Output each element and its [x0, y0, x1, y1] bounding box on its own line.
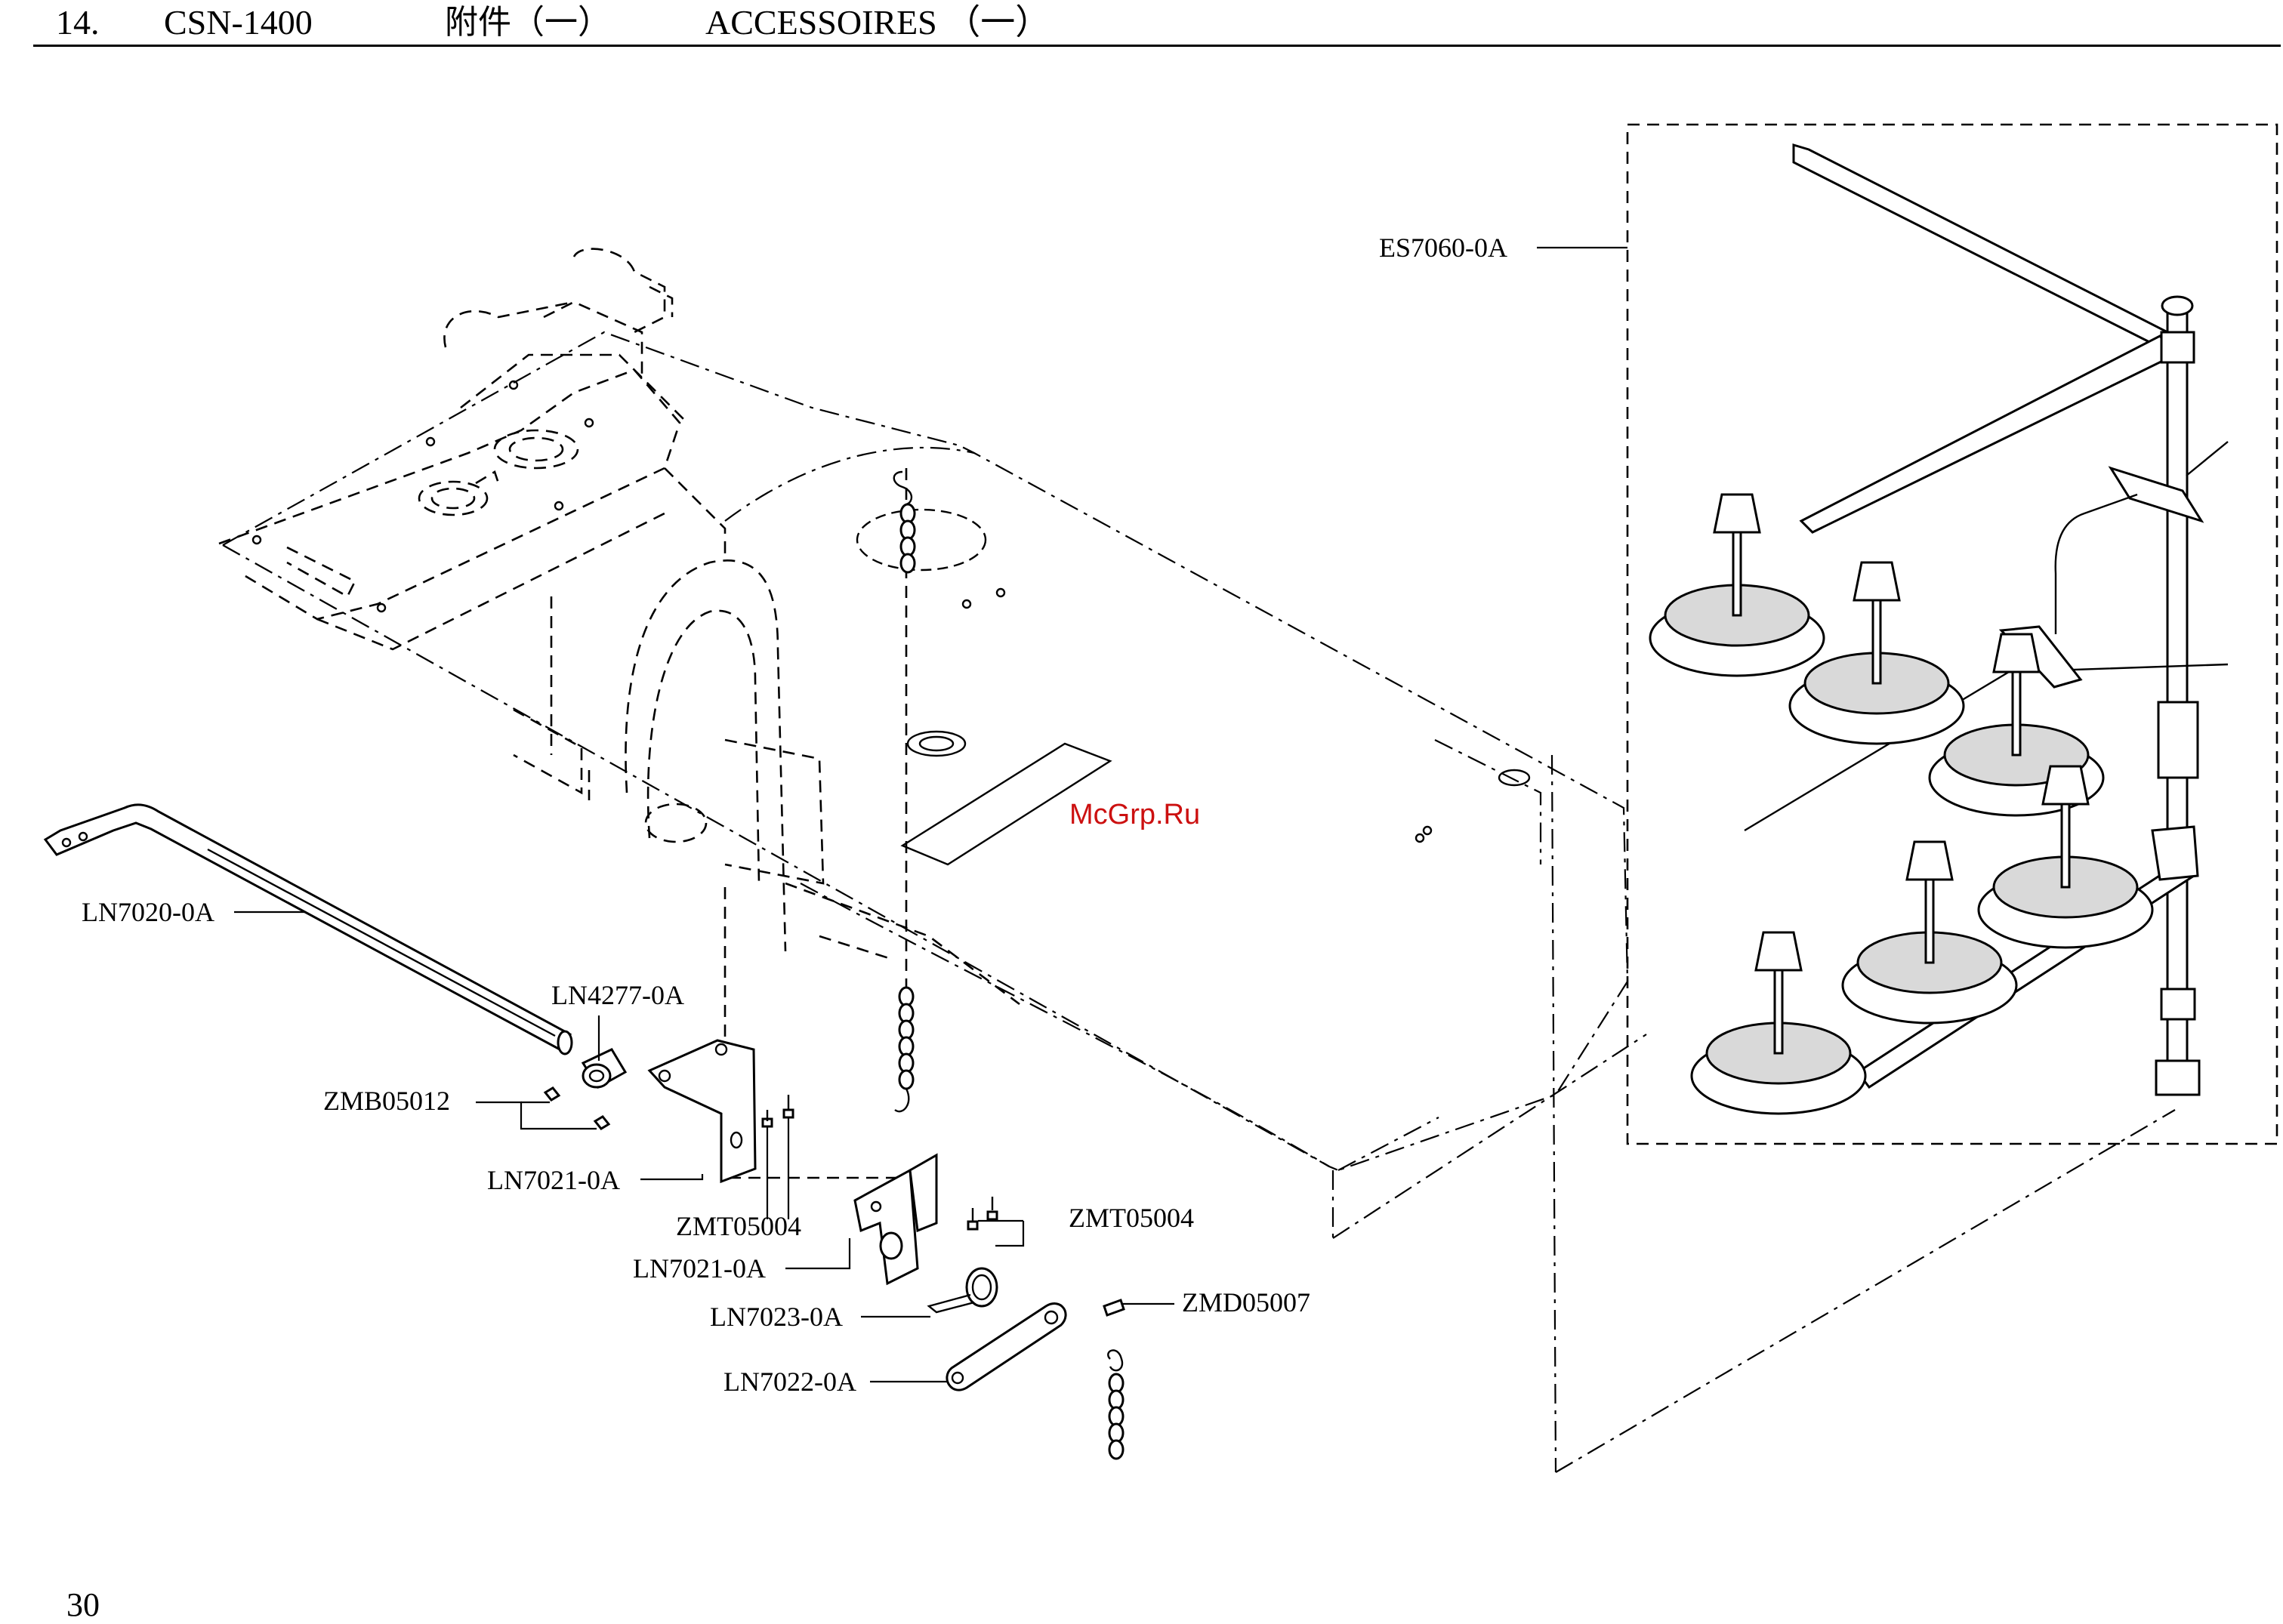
collar-part	[583, 1049, 625, 1087]
spool-disc	[1843, 842, 2016, 1023]
label-zmb05012: ZMB05012	[323, 1086, 450, 1116]
spool-disc	[1692, 932, 1865, 1114]
lift-chain-upper	[894, 472, 915, 572]
bracket-lower	[855, 1155, 936, 1283]
label-ln7021-lower: LN7021-0A	[633, 1253, 766, 1283]
spool-discs	[1650, 495, 2152, 1114]
bracket-upper	[649, 1040, 755, 1182]
label-zmd05007: ZMD05007	[1182, 1287, 1310, 1317]
label-es7060: ES7060-0A	[1379, 233, 1507, 263]
wood-screws-lower	[968, 1197, 997, 1229]
label-ln7022: LN7022-0A	[723, 1367, 856, 1397]
label-ln7021-upper: LN7021-0A	[487, 1165, 620, 1195]
lift-chain-lower	[895, 988, 913, 1111]
spool-disc	[1650, 495, 1824, 676]
label-zmt05004-upper: ZMT05004	[676, 1211, 801, 1241]
shoulder-screw	[1104, 1300, 1124, 1315]
machine-head-outline	[219, 249, 1020, 1004]
watermark: McGrp.Ru	[1069, 799, 1200, 830]
set-screws	[545, 1088, 609, 1129]
label-ln4277: LN4277-0A	[551, 980, 684, 1010]
part-labels: ES7060-0A LN7020-0A LN4277-0A ZMB05012 L…	[82, 233, 1507, 1397]
page-number: 30	[66, 1588, 100, 1622]
lift-chain-bottom	[1108, 1350, 1123, 1459]
label-ln7020: LN7020-0A	[82, 897, 214, 927]
knee-lifter-rod	[45, 805, 572, 1054]
label-ln7023: LN7023-0A	[710, 1302, 843, 1332]
chain-lever	[947, 1304, 1066, 1391]
torsion-spring	[929, 1268, 997, 1312]
label-zmt05004-lower: ZMT05004	[1069, 1203, 1194, 1233]
